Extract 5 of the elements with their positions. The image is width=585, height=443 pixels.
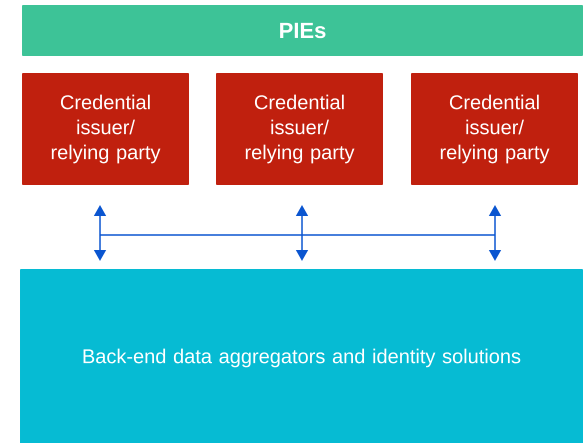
process-box: Credential issuer/ relying party <box>216 73 383 185</box>
process-box: Credential issuer/ relying party <box>411 73 578 185</box>
process-box: Credential issuer/ relying party <box>22 73 189 185</box>
platform-box: Back-end data aggregators and identity solutions <box>20 268 583 443</box>
title-band: PIEs <box>22 5 583 56</box>
